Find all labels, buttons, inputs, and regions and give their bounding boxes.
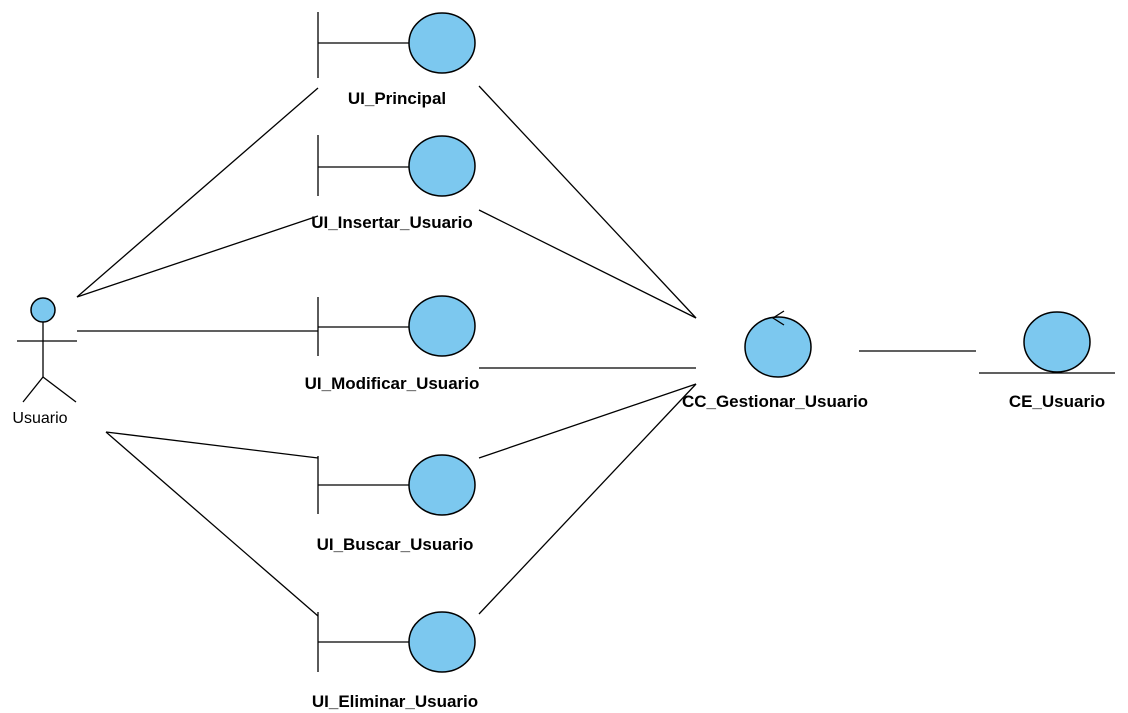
boundary-label-ui-buscar-usuario: UI_Buscar_Usuario bbox=[317, 535, 474, 554]
entity-ce-usuario[interactable] bbox=[979, 311, 1115, 374]
boundary-ui-eliminar-usuario[interactable] bbox=[317, 611, 476, 673]
actor-label: Usuario bbox=[12, 410, 67, 427]
boundary-circle-icon bbox=[408, 611, 476, 673]
boundary-ui-buscar-usuario[interactable] bbox=[317, 454, 476, 516]
actor-right-leg bbox=[42, 376, 77, 403]
control-circle-icon bbox=[744, 316, 812, 378]
boundary-ui-principal[interactable] bbox=[317, 12, 476, 78]
assoc-usuario-ui-insertar-usuario bbox=[76, 215, 319, 298]
assoc-usuario-ui-principal bbox=[76, 87, 319, 298]
boundary-label-ui-principal: UI_Principal bbox=[348, 89, 446, 108]
assoc-ui-buscar-control bbox=[478, 383, 697, 459]
actor-head-icon bbox=[30, 297, 56, 323]
actor-left-leg bbox=[22, 376, 44, 403]
assoc-ui-principal-control bbox=[478, 85, 697, 319]
entity-label: CE_Usuario bbox=[1009, 392, 1105, 411]
boundary-circle-icon bbox=[408, 454, 476, 516]
entity-circle-icon bbox=[1023, 311, 1091, 373]
boundary-ui-insertar-usuario[interactable] bbox=[317, 135, 476, 197]
boundary-ui-modificar-usuario[interactable] bbox=[317, 295, 476, 357]
boundary-circle-icon bbox=[408, 295, 476, 357]
control-arrow-icon bbox=[771, 310, 785, 326]
control-cc-gestionar-usuario[interactable] bbox=[744, 310, 812, 378]
assoc-ui-insertar-control bbox=[478, 209, 697, 319]
control-label: CC_Gestionar_Usuario bbox=[682, 392, 868, 411]
boundary-label-ui-modificar-usuario: UI_Modificar_Usuario bbox=[305, 374, 480, 393]
assoc-usuario-ui-eliminar-usuario bbox=[105, 431, 319, 617]
assoc-usuario-ui-buscar-usuario bbox=[105, 431, 319, 459]
boundary-label-ui-eliminar-usuario: UI_Eliminar_Usuario bbox=[312, 692, 478, 711]
actor-usuario[interactable] bbox=[17, 297, 77, 403]
boundary-label-ui-insertar-usuario: UI_Insertar_Usuario bbox=[311, 213, 473, 232]
boundary-circle-icon bbox=[408, 135, 476, 197]
assoc-ui-eliminar-control bbox=[478, 383, 697, 615]
boundary-circle-icon bbox=[408, 12, 476, 74]
